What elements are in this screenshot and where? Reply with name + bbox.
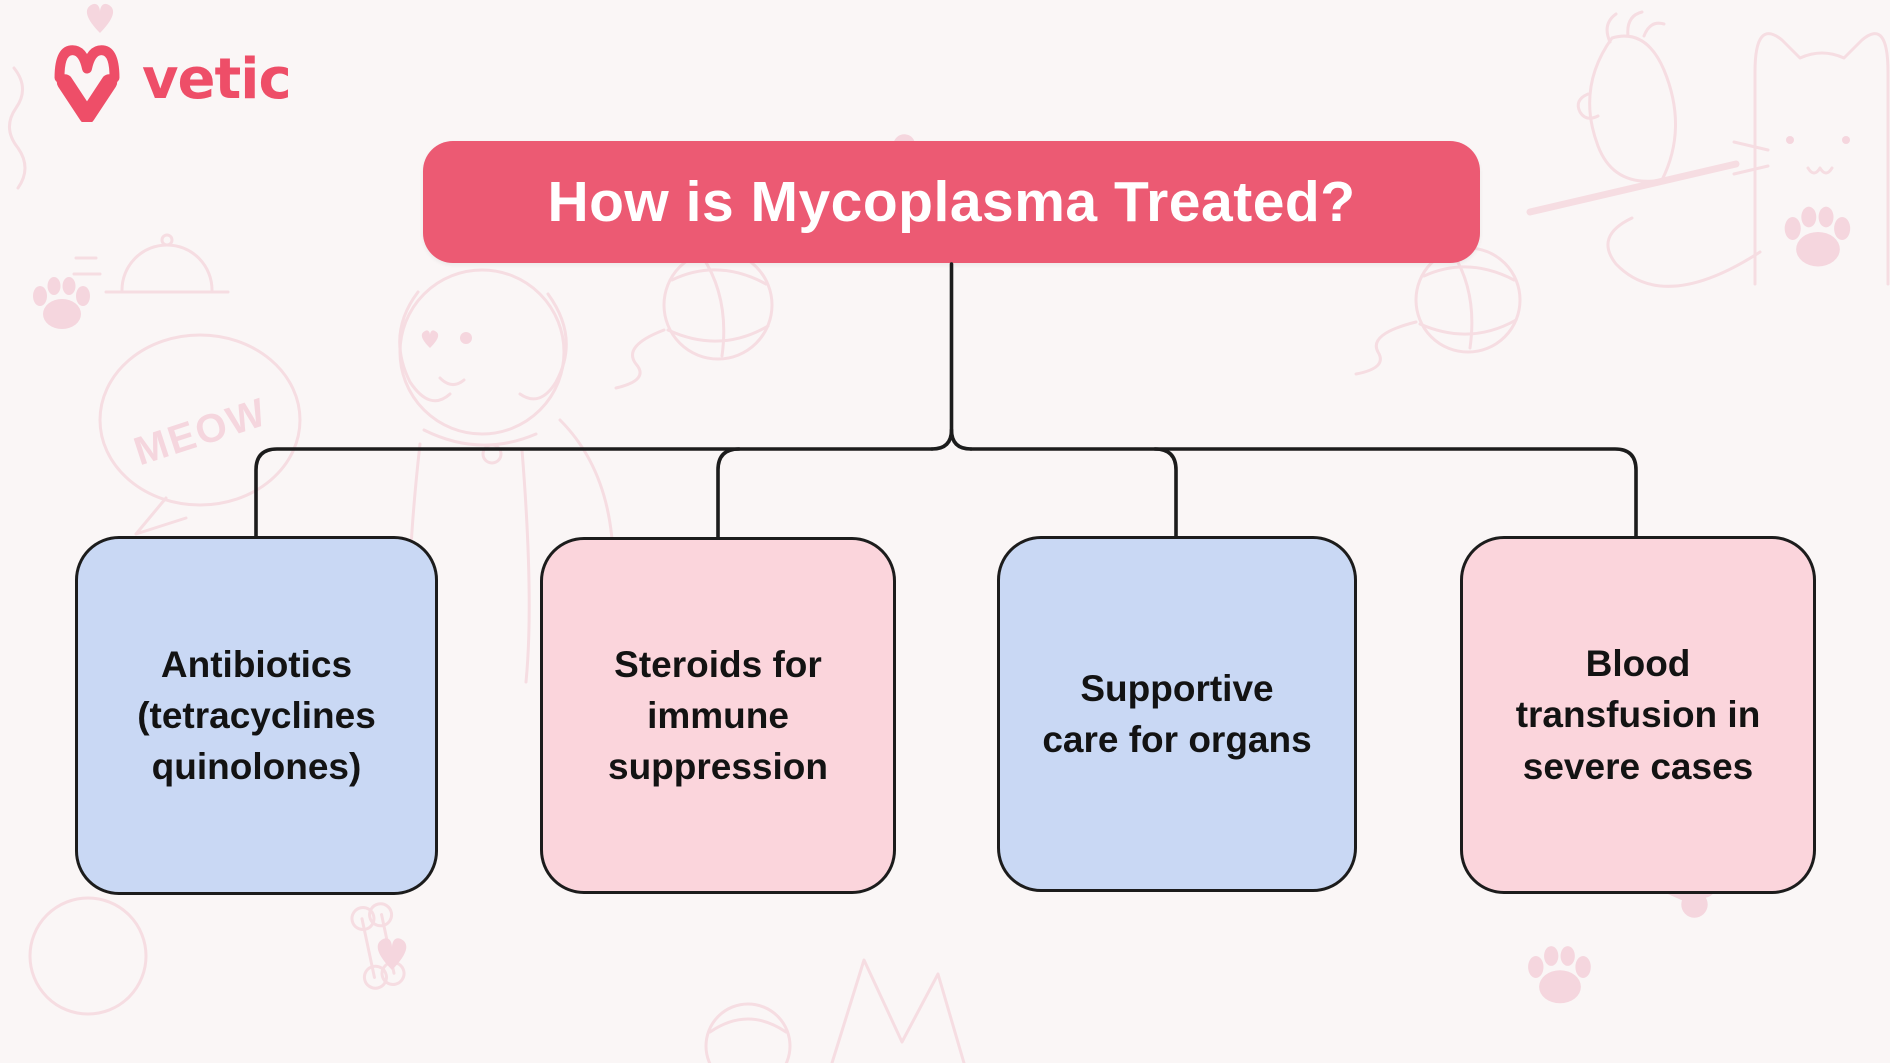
doodle-yarn-ball-icon bbox=[614, 249, 774, 390]
doodle-branch-icon bbox=[1526, 10, 1740, 216]
treatment-label: Blood transfusion in severe cases bbox=[1515, 643, 1761, 787]
doodle-heart-icon bbox=[86, 3, 114, 33]
vetic-logo: vetic bbox=[48, 38, 292, 122]
vetic-heart-icon bbox=[54, 45, 120, 122]
page-title: How is Mycoplasma Treated? bbox=[547, 170, 1356, 234]
title-banner: How is Mycoplasma Treated? bbox=[423, 141, 1480, 263]
treatment-label: Steroids for immune suppression bbox=[608, 643, 828, 788]
doodle-paw-icon bbox=[33, 277, 90, 329]
doodle-paw-icon bbox=[1528, 946, 1591, 1004]
treatment-box-antibiotics: Antibiotics (tetracyclines quinolones) bbox=[75, 536, 438, 895]
doodle-paw-icon bbox=[1784, 206, 1851, 267]
doodle-cat-icon bbox=[1606, 32, 1890, 288]
treatment-box-supportive-care: Supportive care for organs bbox=[997, 536, 1357, 892]
treatment-label: Antibiotics (tetracyclines quinolones) bbox=[137, 643, 376, 788]
doodle-dog-icon bbox=[398, 268, 615, 684]
doodle-squiggle-icon bbox=[8, 66, 27, 190]
doodle-food-cloche-icon bbox=[72, 233, 230, 294]
doodle-circle-icon bbox=[28, 896, 148, 1016]
treatment-box-steroids: Steroids for immune suppression bbox=[540, 537, 896, 894]
treatment-label: Supportive care for organs bbox=[1042, 667, 1312, 760]
brand-name: vetic bbox=[142, 47, 292, 112]
treatment-box-blood-transfusion: Blood transfusion in severe cases bbox=[1460, 536, 1816, 894]
doodle-ball-icon bbox=[704, 1002, 792, 1063]
doodle-cat-ears-icon bbox=[830, 958, 966, 1063]
doodle-heart-icon bbox=[377, 938, 407, 970]
